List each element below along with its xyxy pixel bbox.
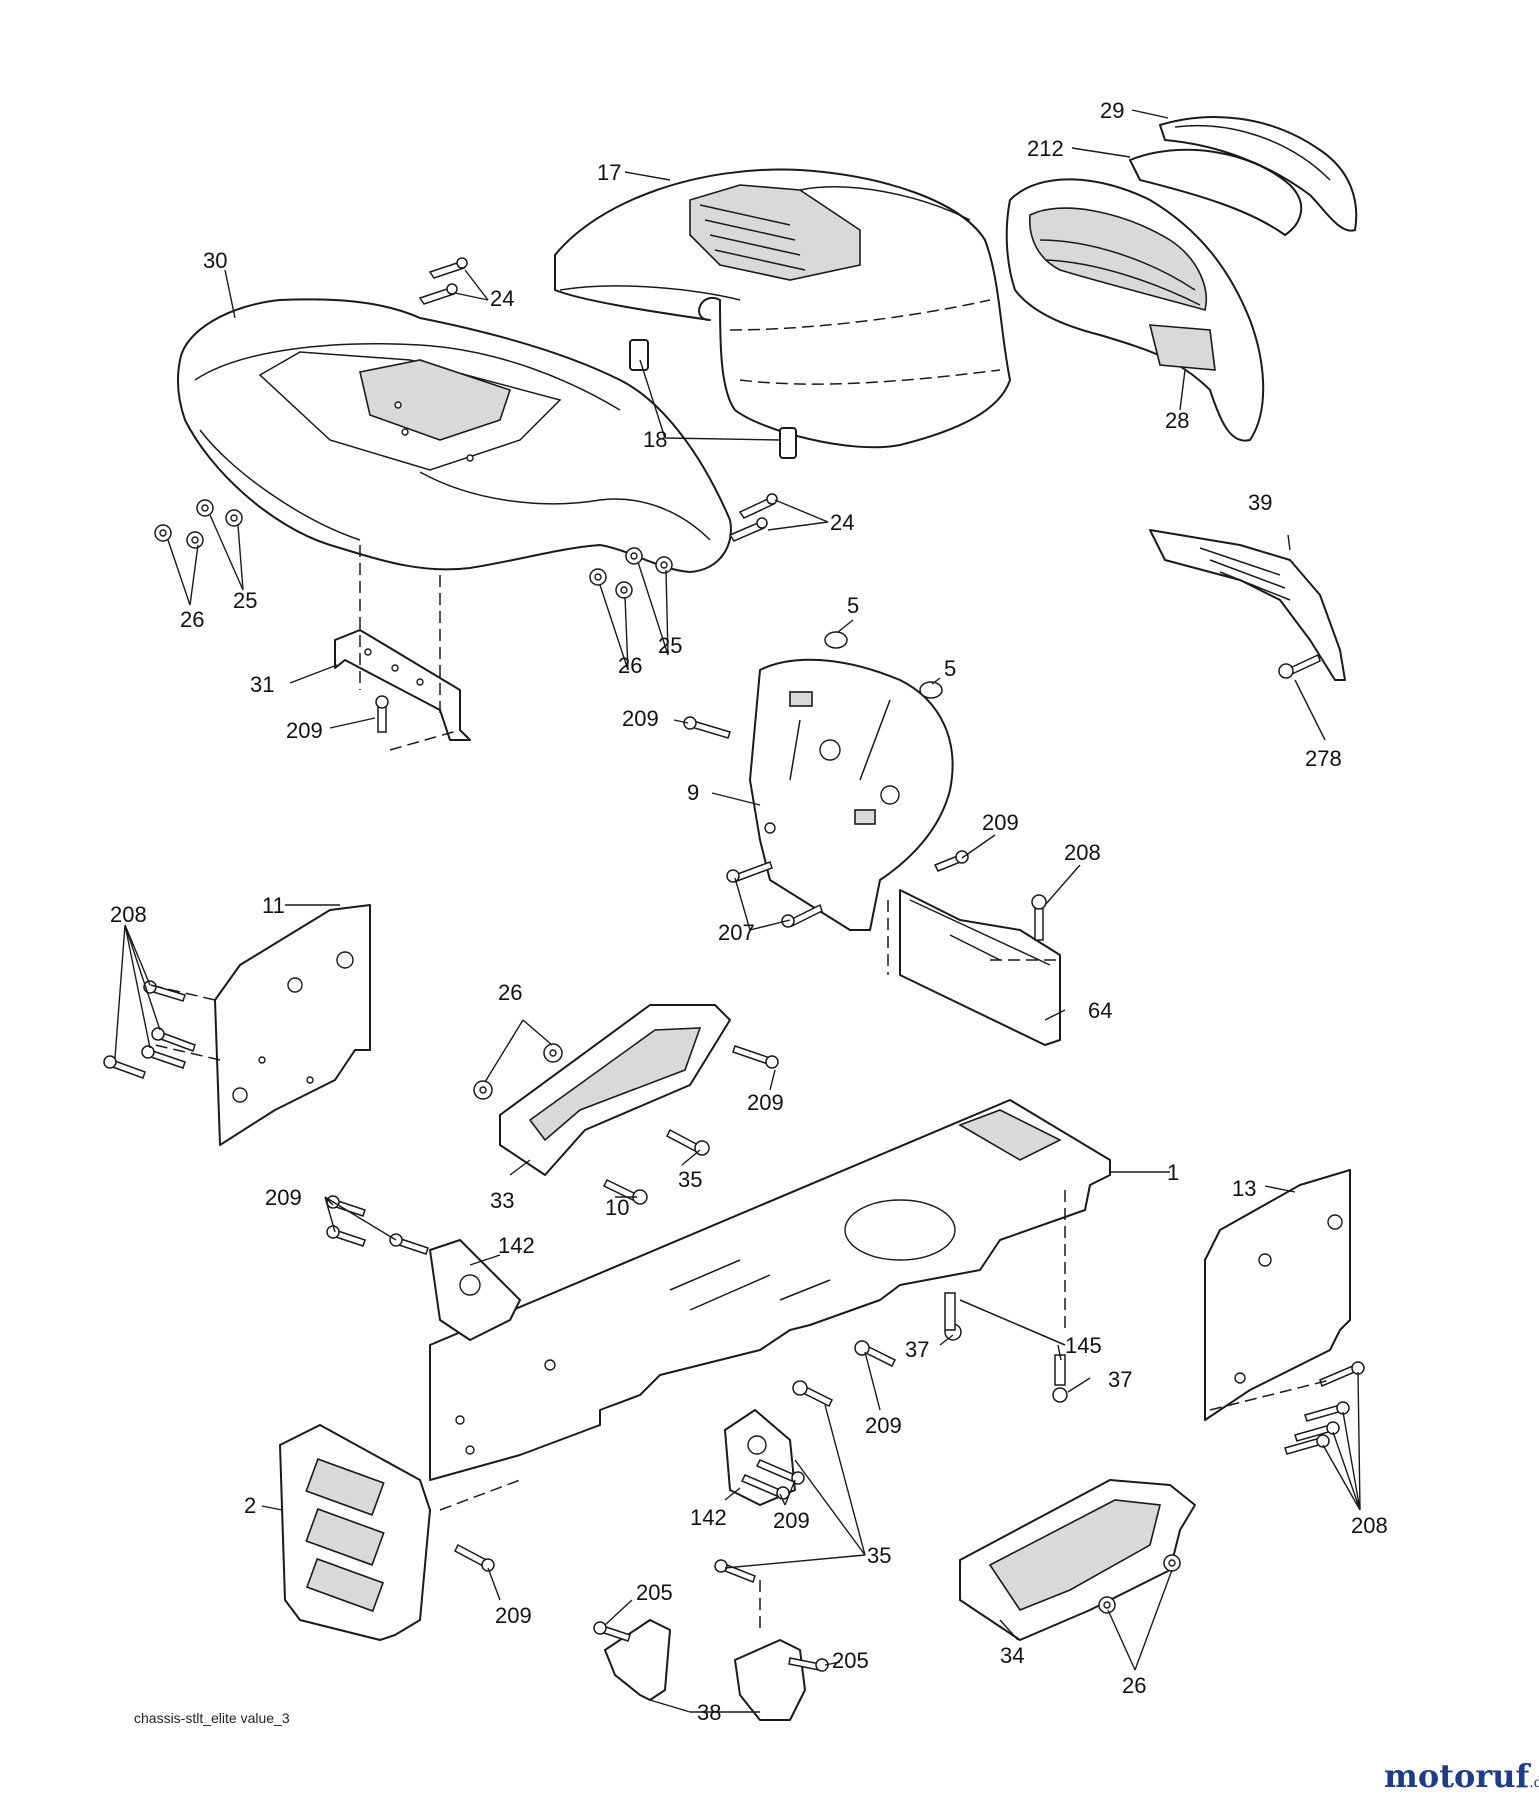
label-37-left: 37 <box>905 1337 929 1362</box>
part-28-grille <box>1005 178 1265 442</box>
watermark-tld: .de <box>1529 1775 1539 1791</box>
label-1: 1 <box>1167 1160 1179 1185</box>
part-13-side-plate <box>1204 1169 1351 1421</box>
label-209-front: 209 <box>495 1603 532 1628</box>
label-31: 31 <box>250 672 274 697</box>
label-26-left: 26 <box>180 607 204 632</box>
hardware <box>103 257 1365 1672</box>
label-26-footrest: 26 <box>498 980 522 1005</box>
part-212-grille-insert <box>1129 148 1303 236</box>
label-205-left: 205 <box>636 1580 673 1605</box>
label-37-right: 37 <box>1108 1367 1132 1392</box>
label-35-top: 35 <box>678 1167 702 1192</box>
part-11-side-plate <box>214 904 371 1146</box>
assembly-lines <box>149 545 1331 1630</box>
part-9-dash-panel <box>749 658 954 931</box>
label-13: 13 <box>1232 1176 1256 1201</box>
part-18-bumpers <box>629 339 797 459</box>
part-34-footrest <box>959 1479 1196 1641</box>
label-207: 207 <box>718 920 755 945</box>
label-25-left: 25 <box>233 588 257 613</box>
part-38-brackets <box>604 1619 806 1721</box>
label-39: 39 <box>1248 490 1272 515</box>
label-278: 278 <box>1305 746 1342 771</box>
label-34: 34 <box>1000 1643 1024 1668</box>
part-142-bracket-left <box>429 1239 521 1341</box>
label-209-frame: 209 <box>865 1413 902 1438</box>
part-1-main-frame <box>429 1099 1111 1481</box>
watermark-brand: motoruf <box>1384 1757 1530 1795</box>
part-64-battery-holder <box>887 889 1061 1046</box>
label-208-left: 208 <box>110 902 147 927</box>
label-24: 24 <box>490 286 514 311</box>
part-17-hood <box>554 168 1011 449</box>
watermark-logo: motoruf.de <box>1384 1757 1539 1795</box>
label-209-bracket-right: 209 <box>773 1508 810 1533</box>
part-33-footrest <box>499 1004 731 1176</box>
label-208-battery: 208 <box>1064 840 1101 865</box>
label-209-footrest: 209 <box>747 1090 784 1115</box>
label-24-right: 24 <box>830 510 854 535</box>
label-38: 38 <box>697 1700 721 1725</box>
label-142-right: 142 <box>690 1505 727 1530</box>
part-39-cable-bracket <box>1149 529 1346 681</box>
label-2: 2 <box>244 1493 256 1518</box>
label-26-bottom: 26 <box>1122 1673 1146 1698</box>
label-142-left: 142 <box>498 1233 535 1258</box>
label-5-top: 5 <box>847 593 859 618</box>
callout-labels: 29 212 17 30 24 18 28 24 39 25 26 25 26 … <box>110 98 1388 1725</box>
label-17: 17 <box>597 160 621 185</box>
part-31-seat-bracket <box>334 629 471 741</box>
part-30-fender <box>176 298 732 573</box>
label-10: 10 <box>605 1195 629 1220</box>
label-5-right: 5 <box>944 656 956 681</box>
label-11: 11 <box>262 893 285 918</box>
label-35-bottom: 35 <box>867 1543 891 1568</box>
label-209-bracket: 209 <box>265 1185 302 1210</box>
label-18: 18 <box>643 427 667 452</box>
label-212: 212 <box>1027 136 1064 161</box>
label-205-right: 205 <box>832 1648 869 1673</box>
label-9: 9 <box>687 780 699 805</box>
label-209-dash: 209 <box>622 706 659 731</box>
label-145: 145 <box>1065 1333 1102 1358</box>
leader-lines <box>114 109 1361 1713</box>
part-29-hood-trim <box>1159 116 1358 232</box>
label-64: 64 <box>1088 998 1112 1023</box>
label-29: 29 <box>1100 98 1124 123</box>
label-33: 33 <box>490 1188 514 1213</box>
label-209-seat: 209 <box>286 718 323 743</box>
label-30: 30 <box>203 248 227 273</box>
diagram-caption: chassis-stlt_elite value_3 <box>134 1710 290 1726</box>
label-25-right: 25 <box>658 633 682 658</box>
part-2-front-plate <box>279 1424 431 1641</box>
label-208-right: 208 <box>1351 1513 1388 1538</box>
label-209-dash-right: 209 <box>982 810 1019 835</box>
label-26-right: 26 <box>618 653 642 678</box>
label-28: 28 <box>1165 408 1189 433</box>
